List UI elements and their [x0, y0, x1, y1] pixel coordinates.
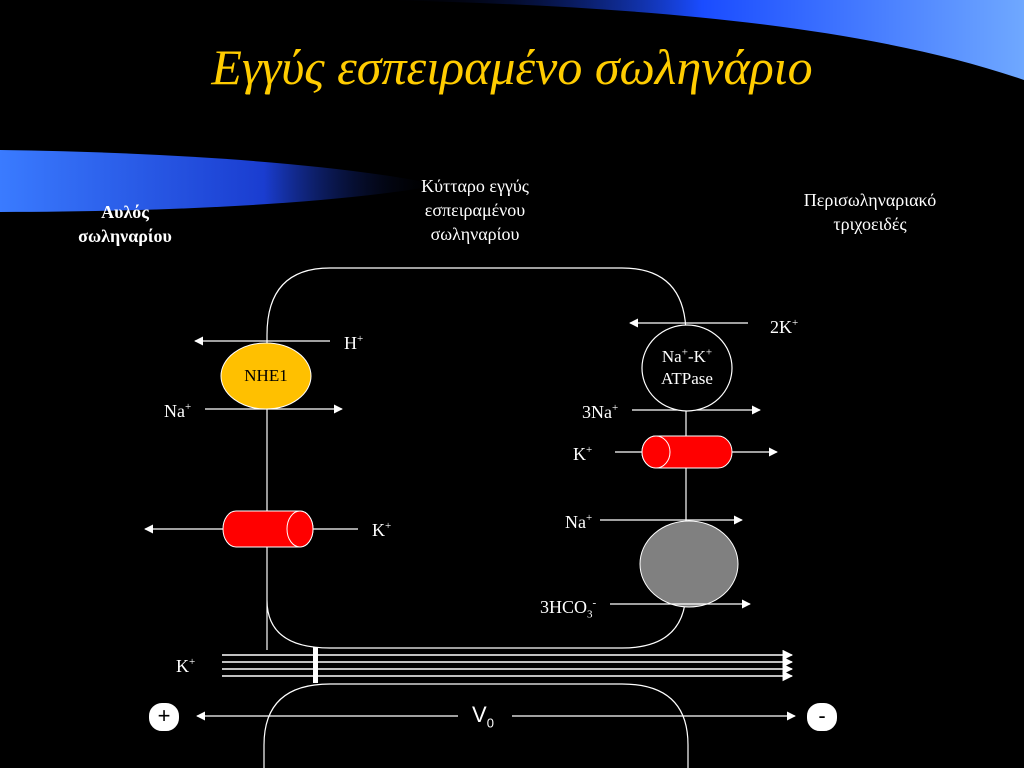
- cell-membrane: [266, 267, 687, 650]
- na-ion-left-label: Na+: [164, 401, 192, 421]
- na-hco3-cotransporter: [639, 520, 739, 608]
- hco3-label: 3HCO3-: [540, 597, 597, 621]
- minus-sign: -: [807, 703, 837, 731]
- two-k-label: 2K+: [770, 317, 799, 337]
- page-title: Εγγύς εσπειραμένο σωληνάριο: [211, 39, 813, 95]
- plus-sign: +: [149, 703, 179, 731]
- atpase-label: Na+-K+ATPase: [661, 346, 713, 388]
- left-swoosh: [0, 150, 440, 212]
- tight-junction: [313, 647, 318, 683]
- k-ion-left-label: K+: [372, 520, 392, 540]
- three-na-label: 3Na+: [582, 402, 619, 422]
- nhe1-transporter: [220, 342, 312, 410]
- top-swoosh: [380, 0, 1024, 80]
- adjacent-cell-membrane: [263, 683, 689, 768]
- nhe1-label: NHE1: [244, 366, 288, 385]
- k-ion-right-label: K+: [573, 444, 593, 464]
- na-k-atpase: [641, 324, 733, 412]
- v0-label: V0: [472, 702, 494, 731]
- k-paracellular-label: K+: [176, 656, 196, 676]
- na-ion-right-label: Na+: [565, 512, 593, 532]
- h-ion-label: H+: [344, 333, 364, 353]
